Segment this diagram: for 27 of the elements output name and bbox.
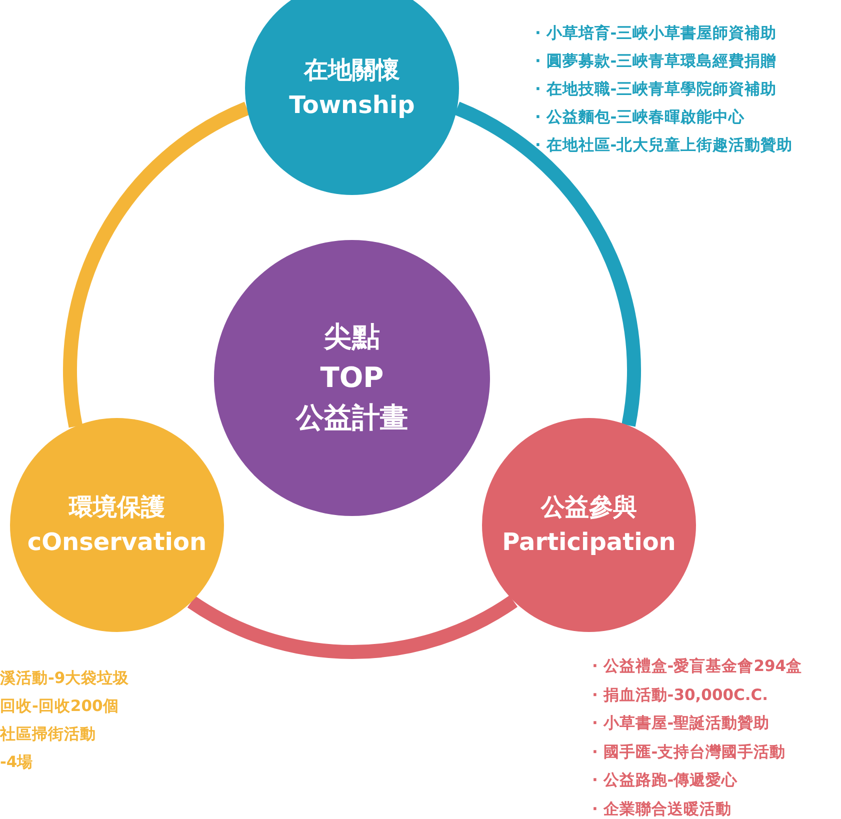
node-label: 公益參與 [541, 492, 637, 524]
list-item: · 小草培育-三峽小草書屋師資補助 [535, 23, 778, 43]
ring-arc [188, 595, 518, 659]
node-label: 尖點 [324, 319, 380, 356]
list-item: 溪活動-9大袋垃圾 [0, 668, 130, 688]
list-item: · 公益麵包-三峽春暉啟能中心 [535, 107, 746, 127]
node-label: cOnservation [27, 527, 207, 558]
list-item: · 捐血活動-30,000C.C. [592, 684, 770, 704]
list-item: · 國手匯-支持台灣國手活動 [592, 742, 787, 762]
node-label: 在地關懷 [304, 55, 400, 86]
list-item: · 圓夢募款-三峽青草環島經費捐贈 [535, 51, 778, 71]
list-item: · 公益禮盒-愛盲基金會294盒 [592, 656, 802, 676]
node-label: TOP [320, 360, 384, 396]
node-label: 公益計畫 [296, 400, 408, 436]
node-label: Participation [502, 527, 676, 558]
node-label: Township [289, 90, 415, 121]
list-item: · 在地技職-三峽青草學院師資補助 [535, 79, 778, 99]
node-label: 環境保護 [69, 492, 165, 524]
list-item: 回收-回收200個 [0, 696, 120, 716]
ring-arc [63, 102, 250, 428]
list-item: -4場 [0, 752, 34, 772]
ring-arc [454, 102, 641, 426]
list-item: · 公益路跑-傳遞愛心 [592, 770, 739, 790]
list-item: · 小草書屋-聖誕活動贊助 [592, 713, 771, 733]
list-item: · 企業聯合送暖活動 [592, 798, 732, 818]
list-item: 社區掃街活動 [0, 724, 97, 744]
list-item: · 在地社區-北大兒童上街趣活動贊助 [535, 135, 793, 155]
